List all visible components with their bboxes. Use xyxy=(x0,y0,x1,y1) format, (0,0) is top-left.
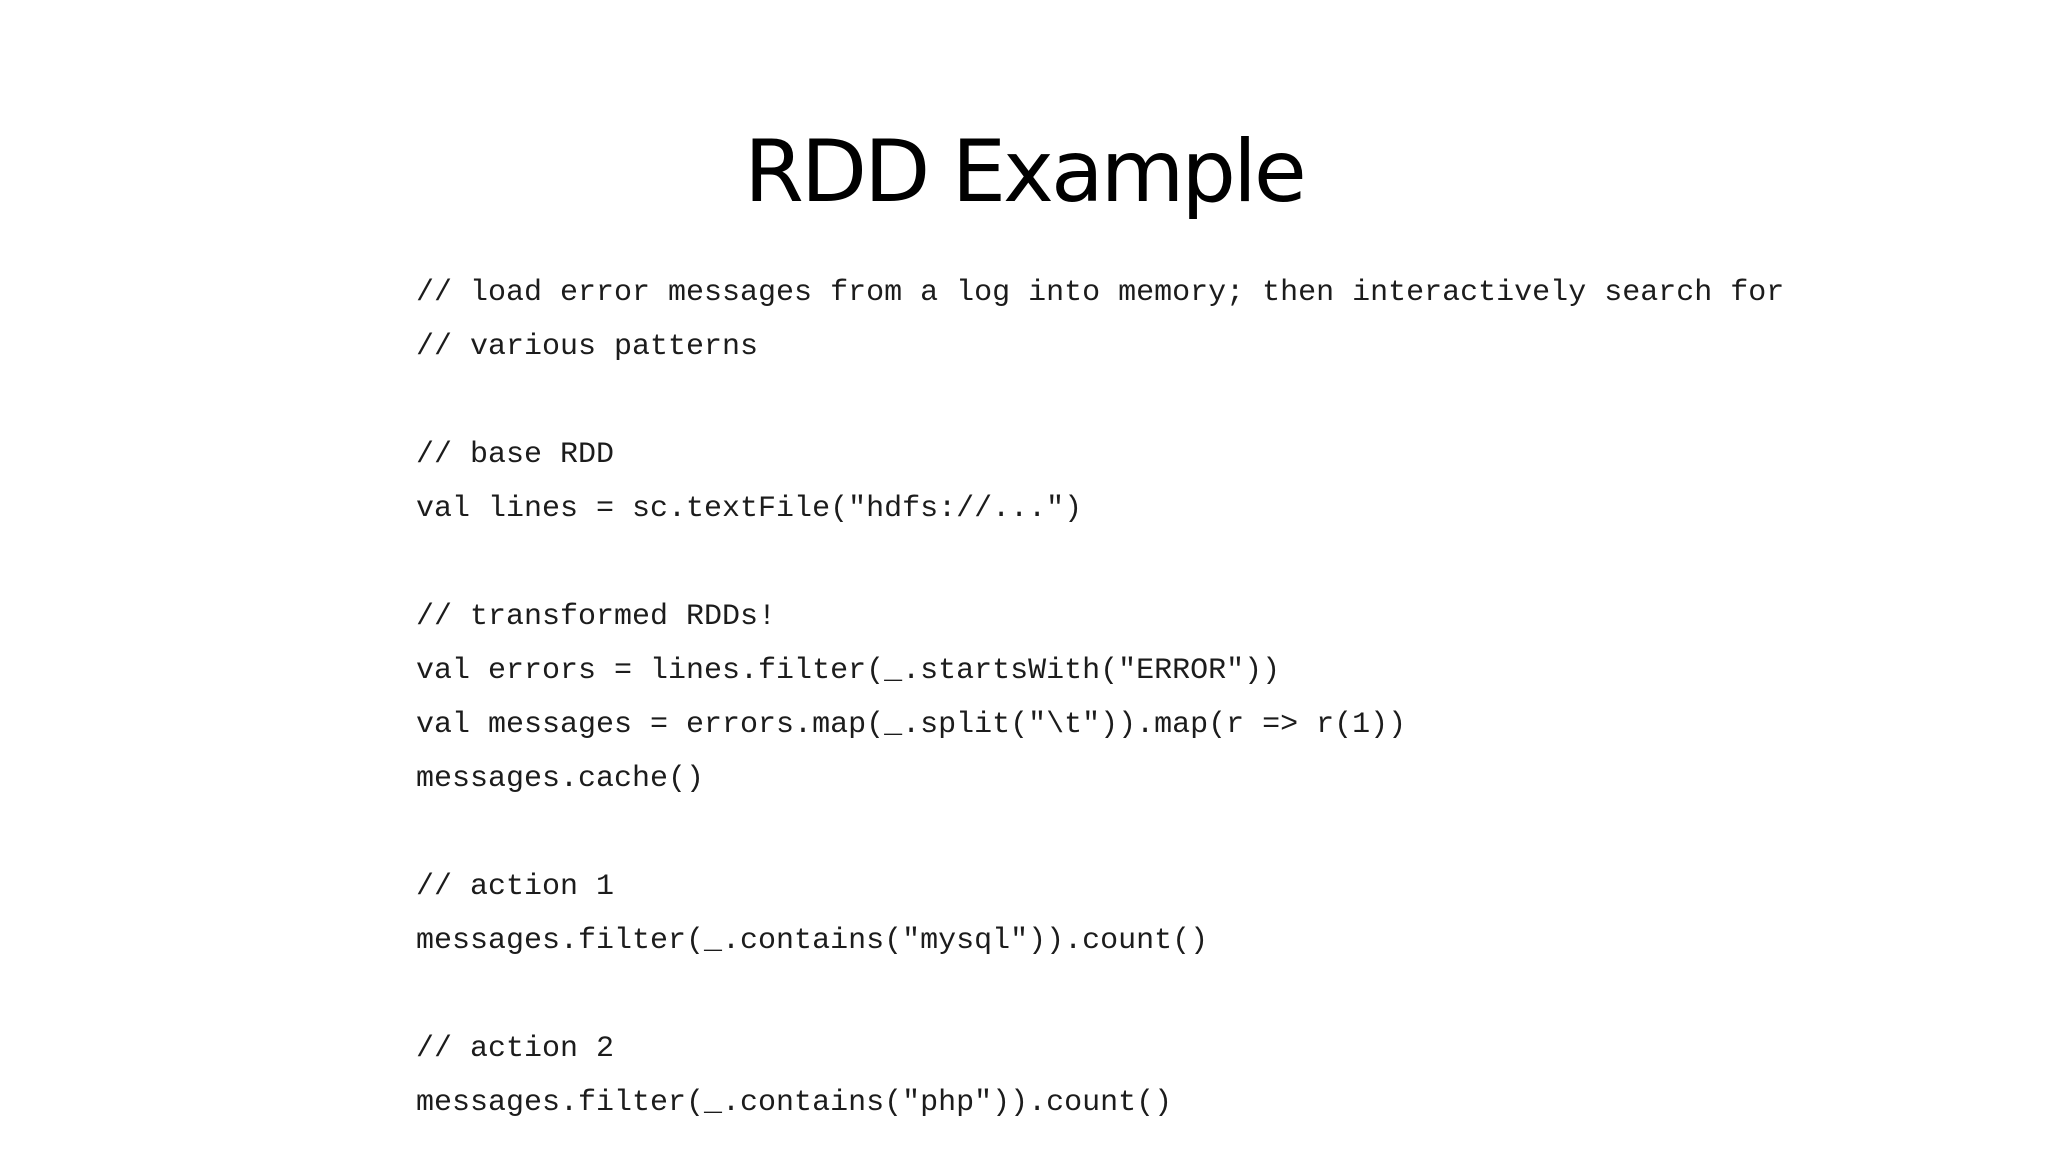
code-line xyxy=(416,806,2016,860)
code-line xyxy=(416,374,2016,428)
code-line: val lines = sc.textFile("hdfs://...") xyxy=(416,492,1083,526)
code-line xyxy=(416,536,2016,590)
code-line: // load error messages from a log into m… xyxy=(416,276,1785,310)
code-line: // various patterns xyxy=(416,330,759,364)
code-line: // transformed RDDs! xyxy=(416,600,777,634)
code-line: // action 2 xyxy=(416,1032,615,1066)
code-line: messages.filter(_.contains("mysql")).cou… xyxy=(416,924,1209,958)
code-line: messages.cache() xyxy=(416,762,705,796)
code-line: val errors = lines.filter(_.startsWith("… xyxy=(416,654,1281,688)
code-line: // action 1 xyxy=(416,870,615,904)
slide-title: RDD Example xyxy=(744,122,1307,222)
code-line: messages.filter(_.contains("php")).count… xyxy=(416,1086,1173,1120)
code-line: // base RDD xyxy=(416,438,615,472)
code-line xyxy=(416,968,2016,1022)
code-block: // load error messages from a log into m… xyxy=(416,266,2016,1130)
code-line: val messages = errors.map(_.split("\t"))… xyxy=(416,708,1407,742)
